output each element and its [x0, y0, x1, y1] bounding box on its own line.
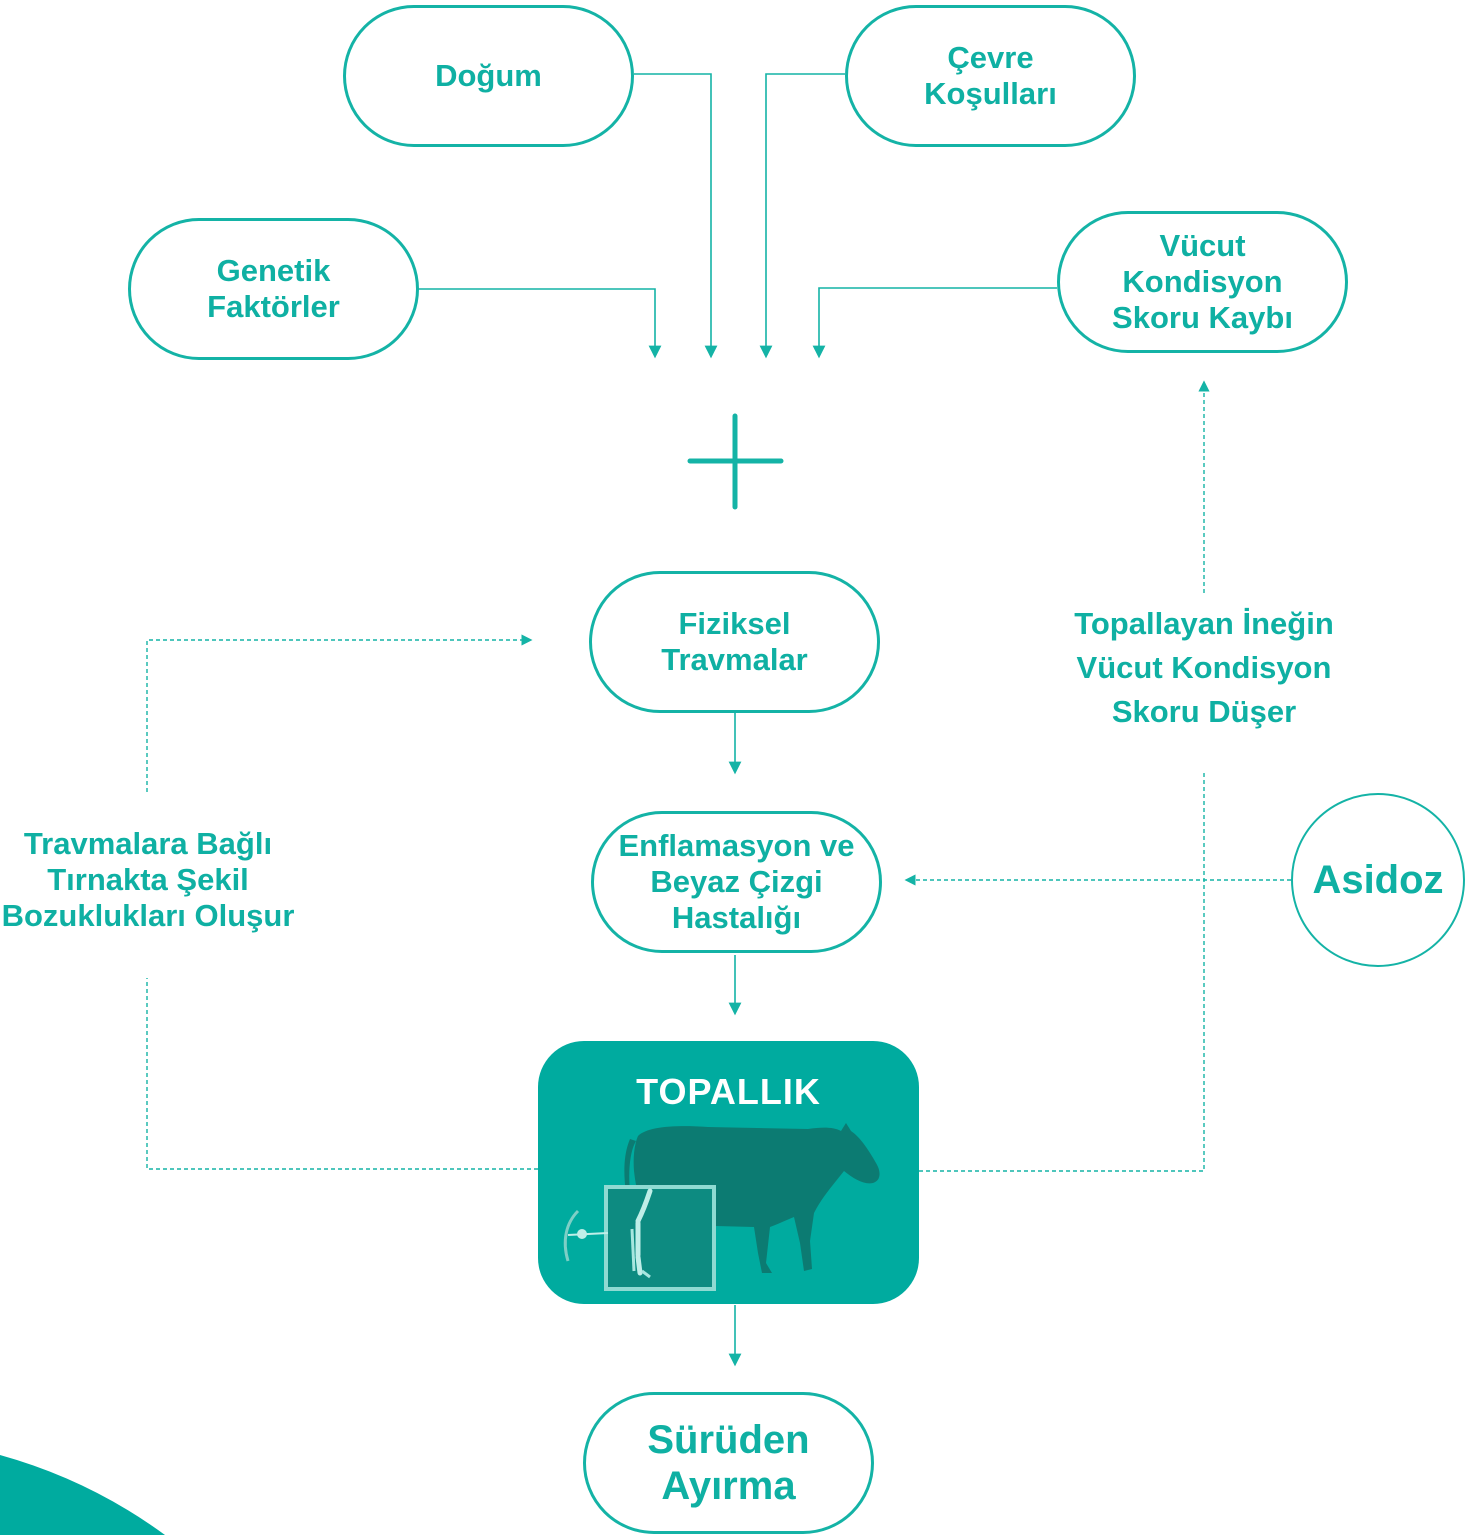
- label-left-line3: Bozuklukları Oluşur: [1, 898, 295, 933]
- node-genetik-line2: Faktörler: [207, 289, 340, 324]
- node-asidoz: Asidoz: [1291, 793, 1465, 967]
- label-left-feedback: Travmalara Bağlı Tırnakta Şekil Bozukluk…: [0, 826, 296, 934]
- node-genetik-line1: Genetik: [216, 253, 331, 288]
- node-enflamasyon-line2: Beyaz Çizgi: [650, 864, 823, 899]
- arrow-dogum: [634, 73, 718, 359]
- label-right-feedback: Topallayan İneğin Vücut Kondisyon Skoru …: [1044, 602, 1364, 734]
- label-right-line1: Topallayan İneğin: [1074, 606, 1334, 641]
- feedback-right-lower: [919, 772, 1205, 1172]
- feedback-left-lower: [146, 978, 538, 1170]
- label-right-line3: Skoru Düşer: [1111, 694, 1297, 729]
- cow-icon: [624, 1123, 880, 1273]
- arrow-genetik: [418, 288, 662, 359]
- topallik-illustration: [563, 1123, 880, 1291]
- node-dogum: Doğum: [343, 5, 634, 147]
- x-ray-icon: [563, 1185, 716, 1291]
- node-enflamasyon-line3: Hastalığı: [671, 900, 802, 935]
- node-asidoz-label: Asidoz: [1312, 857, 1444, 902]
- node-cevre: Çevre Koşulları: [845, 5, 1136, 147]
- node-vucut: Vücut Kondisyon Skoru Kaybı: [1057, 211, 1348, 353]
- feedback-left-upper: [146, 634, 533, 792]
- arrow-vucut: [812, 287, 1057, 359]
- node-genetik: Genetik Faktörler: [128, 218, 419, 360]
- node-suruden-line2: Ayırma: [661, 1464, 796, 1508]
- node-suruden: Sürüden Ayırma: [583, 1392, 874, 1534]
- node-dogum-label: Doğum: [435, 58, 542, 93]
- node-cevre-line2: Koşulları: [924, 76, 1057, 111]
- node-cevre-line1: Çevre: [947, 40, 1034, 75]
- node-vucut-line3: Skoru Kaybı: [1112, 300, 1293, 335]
- label-left-line1: Travmalara Bağlı: [23, 826, 273, 861]
- label-left-line2: Tırnakta Şekil: [47, 862, 249, 897]
- label-right-line2: Vücut Kondisyon: [1076, 650, 1332, 685]
- node-vucut-line2: Kondisyon: [1122, 264, 1283, 299]
- node-fiziksel-line1: Fiziksel: [678, 606, 791, 641]
- node-enflamasyon: Enflamasyon ve Beyaz Çizgi Hastalığı: [591, 811, 882, 953]
- node-topallik-title: TOPALLIK: [636, 1071, 821, 1112]
- node-vucut-line1: Vücut: [1159, 228, 1246, 263]
- node-fiziksel-line2: Travmalar: [661, 642, 808, 677]
- node-suruden-line1: Sürüden: [647, 1418, 810, 1462]
- node-fiziksel: Fiziksel Travmalar: [589, 571, 880, 713]
- plus-icon: [687, 413, 784, 510]
- node-topallik: TOPALLIK: [538, 1041, 919, 1304]
- node-enflamasyon-line1: Enflamasyon ve: [618, 828, 855, 863]
- arrow-cevre: [759, 73, 845, 359]
